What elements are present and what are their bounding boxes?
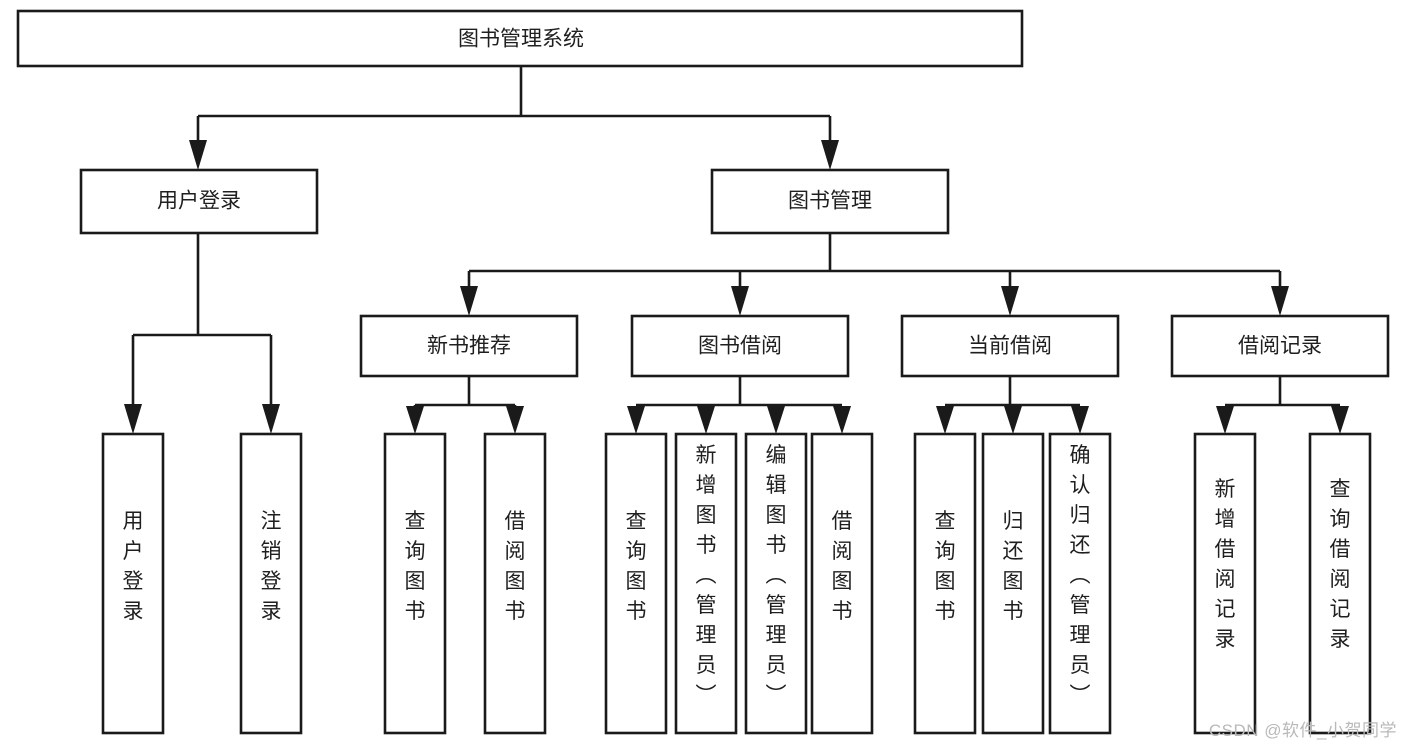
node-new-book-recommend-box[interactable] (359, 314, 579, 378)
node-current-borrow[interactable]: 当前借阅 (900, 314, 1120, 378)
node-book-borrow-label: 图书借阅 (698, 335, 782, 358)
node-borrow-record-box[interactable] (1170, 314, 1390, 378)
arrow-to-borrow-record (1271, 286, 1289, 316)
leaf-cb-query-book-label: 查询图书 (935, 510, 956, 623)
arrow-to-bb-borrow-book (833, 406, 851, 434)
leaf-bb-edit-book[interactable]: 编辑图书︵管理员︶ (744, 432, 808, 735)
node-book-management-box[interactable] (710, 168, 950, 235)
leaf-br-query-record-box[interactable] (1308, 432, 1372, 735)
arrow-to-bb-query-book (627, 406, 645, 434)
leaf-cb-return-book[interactable]: 归还图书 (981, 432, 1045, 735)
arrow-to-current-borrow (1001, 286, 1019, 316)
node-book-borrow-box[interactable] (630, 314, 850, 378)
leaf-bb-borrow-book-box[interactable] (810, 432, 874, 735)
node-new-book-recommend-label: 新书推荐 (427, 335, 511, 358)
arrow-to-leaf-logout (262, 404, 280, 434)
leaf-logout-box[interactable] (239, 432, 303, 735)
leaf-bb-add-book[interactable]: 新增图书︵管理员︶ (674, 432, 738, 735)
leaf-br-add-record-box[interactable] (1193, 432, 1257, 735)
node-borrow-record-label: 借阅记录 (1238, 335, 1322, 358)
arrow-to-br-add-record (1216, 406, 1234, 434)
node-book-borrow[interactable]: 图书借阅 (630, 314, 850, 378)
arrow-to-book-mgmt (821, 140, 839, 170)
arrow-to-bb-edit-book (767, 406, 785, 434)
leaf-logout[interactable]: 注销登录 (239, 432, 303, 735)
node-borrow-record[interactable]: 借阅记录 (1170, 314, 1390, 378)
arrow-to-cb-query-book (936, 406, 954, 434)
node-book-management-label: 图书管理 (788, 190, 872, 213)
leaf-nb-query-book-box[interactable] (383, 432, 447, 735)
arrow-to-user-login (189, 140, 207, 170)
leaf-cb-confirm-return-box[interactable] (1048, 432, 1112, 735)
leaf-nb-borrow-book-box[interactable] (483, 432, 547, 735)
leaf-cb-query-book[interactable]: 查询图书 (913, 432, 977, 735)
leaf-bb-borrow-book[interactable]: 借阅图书 (810, 432, 874, 735)
leaf-br-query-record-label: 查询借阅记录 (1330, 478, 1351, 651)
leaf-user-login-box[interactable] (101, 432, 165, 735)
leaf-bb-query-book-label: 查询图书 (626, 510, 647, 623)
leaf-bb-add-book-box[interactable] (674, 432, 738, 735)
leaf-cb-return-book-box[interactable] (981, 432, 1045, 735)
arrow-to-nb-borrow-book (506, 406, 524, 434)
leaf-cb-confirm-return-label: 确认归还︵管理员︶ (1070, 444, 1091, 707)
leaf-bb-edit-book-box[interactable] (744, 432, 808, 735)
arrow-to-bb-add-book (697, 406, 715, 434)
node-new-book-recommend[interactable]: 新书推荐 (359, 314, 579, 378)
connector-group (124, 66, 1349, 434)
leaf-nb-borrow-book-label: 借阅图书 (505, 510, 526, 623)
leaf-nb-query-book-label: 查询图书 (405, 510, 426, 623)
leaf-cb-query-book-box[interactable] (913, 432, 977, 735)
leaf-bb-add-book-label: 新增图书︵管理员︶ (696, 444, 717, 707)
leaf-cb-confirm-return[interactable]: 确认归还︵管理员︶ (1048, 432, 1112, 735)
leaf-br-add-record[interactable]: 新增借阅记录 (1193, 432, 1257, 735)
node-user-login[interactable]: 用户登录 (79, 168, 319, 235)
leaf-bb-query-book-box[interactable] (604, 432, 668, 735)
arrow-to-br-query-record (1331, 406, 1349, 434)
leaf-user-login-label: 用户登录 (123, 510, 144, 623)
leaf-bb-query-book[interactable]: 查询图书 (604, 432, 668, 735)
node-user-login-label: 用户登录 (157, 190, 241, 213)
node-root-book-management-system[interactable]: 图书管理系统 (16, 9, 1024, 68)
leaf-nb-query-book[interactable]: 查询图书 (383, 432, 447, 735)
arrow-to-leaf-user-login (124, 404, 142, 434)
arrow-to-cb-return-book (1004, 406, 1022, 434)
arrow-to-nb-query-book (406, 406, 424, 434)
arrow-to-book-borrow (731, 286, 749, 316)
leaf-logout-label: 注销登录 (261, 510, 282, 623)
leaf-br-query-record[interactable]: 查询借阅记录 (1308, 432, 1372, 735)
leaf-cb-return-book-label: 归还图书 (1003, 510, 1024, 623)
node-book-management[interactable]: 图书管理 (710, 168, 950, 235)
leaf-nb-borrow-book[interactable]: 借阅图书 (483, 432, 547, 735)
node-current-borrow-label: 当前借阅 (968, 335, 1052, 358)
leaf-bb-borrow-book-label: 借阅图书 (832, 510, 853, 623)
node-user-login-box[interactable] (79, 168, 319, 235)
arrow-to-cb-confirm-return (1071, 406, 1089, 434)
leaf-user-login[interactable]: 用户登录 (101, 432, 165, 735)
node-root-label: 图书管理系统 (458, 28, 584, 51)
node-root-box[interactable] (16, 9, 1024, 68)
leaf-br-add-record-label: 新增借阅记录 (1215, 478, 1236, 651)
leaf-bb-edit-book-label: 编辑图书︵管理员︶ (766, 444, 787, 707)
arrow-to-new-book (460, 286, 478, 316)
node-current-borrow-box[interactable] (900, 314, 1120, 378)
